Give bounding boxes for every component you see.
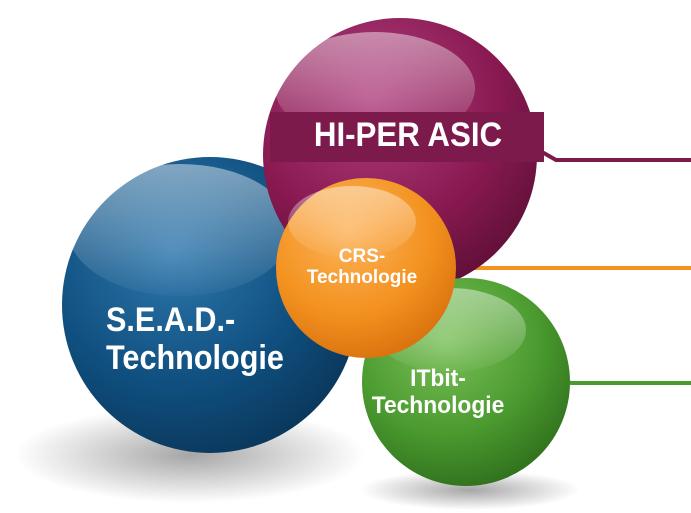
node-crs-label: CRS- Technologie [296,246,428,289]
node-sead-label: S.E.A.D.- Technologie [106,301,313,377]
node-itbit-label: ITbit- Technologie [371,365,505,420]
connector-hiper [534,146,691,162]
node-hiper-label: HI-PER ASIC [283,116,533,154]
node-sead-line1: S.E.A.D.- [106,301,236,339]
connector-crs [454,260,691,270]
node-hiper-line1: HI-PER ASIC [313,116,503,154]
node-sead-line2: Technologie [106,339,284,378]
connector-itbit [554,376,691,385]
node-crs-line1: CRS- [338,246,386,267]
itbit-shadow [360,470,580,510]
node-crs [276,178,456,358]
node-itbit-line1: ITbit- [410,365,466,392]
node-itbit-line2: Technologie [371,391,505,419]
node-crs-line2: Technologie [306,267,418,289]
